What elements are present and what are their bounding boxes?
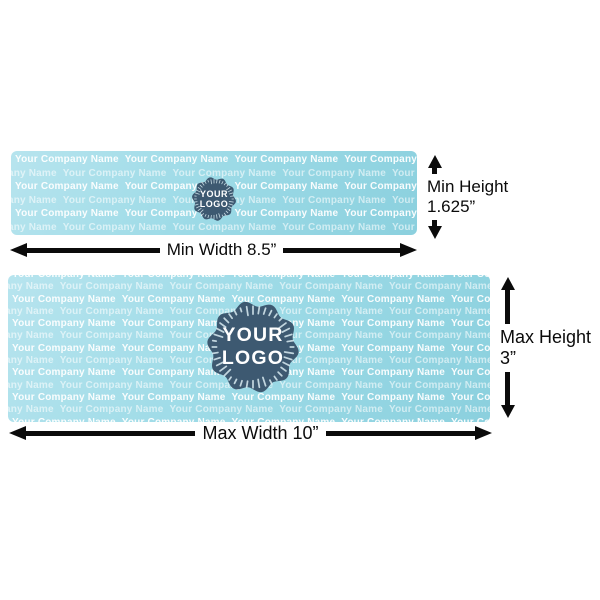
pattern-row: Your Company Name Your Company Name Your… bbox=[8, 404, 490, 416]
max-height-value: 3” bbox=[500, 347, 517, 368]
arrow-line bbox=[505, 371, 510, 405]
max-height-dimension: Max Height 3” bbox=[500, 277, 600, 418]
scalloped-seal-icon bbox=[207, 301, 299, 393]
arrow-line bbox=[283, 247, 400, 253]
arrow-segment bbox=[9, 426, 196, 440]
arrow-line bbox=[325, 430, 475, 436]
logo-line1: YOUR bbox=[222, 324, 284, 346]
pattern-row: Your Company Name Your Company Name Your… bbox=[8, 417, 490, 422]
max-width-dimension-arrow: Max Width 10” bbox=[9, 422, 492, 443]
logo-badge: YOUR LOGO bbox=[189, 174, 239, 224]
logo-badge: YOUR LOGO bbox=[201, 295, 305, 399]
min-width-label: Min Width 8.5” bbox=[166, 240, 277, 259]
min-height-label: Min Height bbox=[427, 177, 509, 196]
arrowhead-left-icon bbox=[10, 243, 27, 257]
pattern-row: Your Company Name Your Company Name Your… bbox=[12, 293, 490, 305]
pattern-row: Your Company Name Your Company Name Your… bbox=[15, 154, 417, 165]
arrowhead-right-icon bbox=[475, 426, 492, 440]
logo-line2: LOGO bbox=[199, 199, 229, 209]
arrowhead-left-icon bbox=[9, 426, 26, 440]
arrow-line bbox=[432, 168, 437, 174]
logo-line2: LOGO bbox=[221, 347, 285, 369]
min-width-dimension-arrow: Min Width 8.5” bbox=[10, 240, 417, 259]
scalloped-seal-icon bbox=[192, 177, 236, 221]
arrow-segment bbox=[283, 243, 417, 257]
pattern-row: Your Company Name Your Company Name Your… bbox=[8, 275, 490, 281]
pattern-row: Your Company Name Your Company Name Your… bbox=[8, 281, 490, 293]
arrow-up bbox=[427, 155, 442, 174]
min-height-dimension: Min Height 1.625” bbox=[427, 155, 547, 239]
arrow-segment bbox=[10, 243, 160, 257]
arrow-down bbox=[427, 220, 442, 239]
arrow-line bbox=[26, 430, 196, 436]
arrow-segment bbox=[325, 426, 492, 440]
pattern-row: Your Company Name Your Company Name Your… bbox=[12, 391, 490, 403]
arrow-down bbox=[500, 371, 515, 418]
arrow-line bbox=[432, 220, 437, 226]
arrow-line bbox=[505, 290, 510, 324]
max-width-label: Max Width 10” bbox=[202, 422, 319, 443]
arrowhead-up-icon bbox=[500, 277, 515, 290]
arrow-line bbox=[27, 247, 160, 253]
arrowhead-down-icon bbox=[427, 226, 442, 239]
arrowhead-right-icon bbox=[400, 243, 417, 257]
pattern-row: Your Company Name Your Company Name Your… bbox=[11, 221, 417, 233]
logo-line1: YOUR bbox=[199, 188, 228, 199]
logo-placeholder-text: YOUR LOGO bbox=[189, 174, 239, 224]
max-height-label: Max Height bbox=[500, 326, 592, 347]
arrow-up bbox=[500, 277, 515, 324]
logo-placeholder-text: YOUR LOGO bbox=[201, 295, 305, 399]
min-height-value: 1.625” bbox=[427, 197, 476, 216]
pattern-row: Your Company Name Your Company Name Your… bbox=[11, 167, 417, 179]
arrowhead-down-icon bbox=[500, 405, 515, 418]
arrowhead-up-icon bbox=[427, 155, 442, 168]
